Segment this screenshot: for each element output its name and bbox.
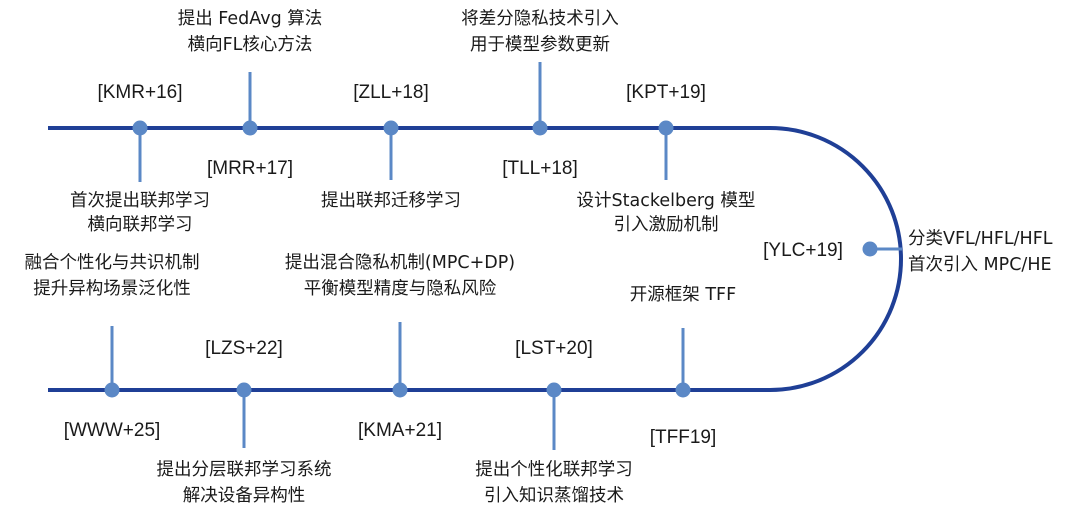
citation-kpt19: [KPT+19] bbox=[626, 82, 706, 103]
milestone-node-lst20 bbox=[546, 382, 562, 398]
description-tll18-line-2: 用于模型参数更新 bbox=[470, 35, 610, 55]
description-kpt19-line-2: 引入激励机制 bbox=[614, 215, 719, 235]
description-lst20-line-2: 引入知识蒸馏技术 bbox=[484, 486, 624, 506]
citation-kma21: [KMA+21] bbox=[358, 420, 442, 441]
description-lzs22-line-1: 提出分层联邦学习系统 bbox=[157, 460, 332, 480]
description-kma21-line-2: 平衡模型精度与隐私风险 bbox=[304, 279, 497, 299]
milestone-node-lzs22 bbox=[236, 382, 252, 398]
milestone-node-kma21 bbox=[392, 382, 408, 398]
description-tll18-line-1: 将差分隐私技术引入 bbox=[461, 9, 619, 29]
milestone-node-tff19 bbox=[675, 382, 691, 398]
description-zll18-line-1: 提出联邦迁移学习 bbox=[321, 191, 461, 211]
citation-www25: [WWW+25] bbox=[64, 420, 161, 441]
citation-lst20: [LST+20] bbox=[515, 338, 593, 359]
milestone-node-mrr17 bbox=[242, 120, 258, 136]
citation-tll18: [TLL+18] bbox=[502, 158, 578, 179]
citation-mrr17: [MRR+17] bbox=[207, 158, 293, 179]
citation-tff19: [TFF19] bbox=[650, 427, 717, 448]
description-mrr17-line-1: 提出 FedAvg 算法 bbox=[178, 9, 323, 29]
milestone-node-tll18 bbox=[532, 120, 548, 136]
description-kmr16-line-1: 首次提出联邦学习 bbox=[70, 191, 210, 211]
citation-ylc19: [YLC+19] bbox=[763, 240, 843, 261]
milestone-node-kmr16 bbox=[132, 120, 148, 136]
citation-kmr16: [KMR+16] bbox=[97, 82, 182, 103]
description-lzs22-line-2: 解决设备异构性 bbox=[183, 486, 306, 506]
description-www25-line-1: 融合个性化与共识机制 bbox=[25, 253, 200, 273]
description-kpt19-line-1: 设计Stackelberg 模型 bbox=[577, 191, 756, 211]
milestone-node-kpt19 bbox=[658, 120, 674, 136]
description-mrr17-line-2: 横向FL核心方法 bbox=[188, 35, 313, 55]
description-kmr16-line-2: 横向联邦学习 bbox=[88, 215, 193, 235]
citation-zll18: [ZLL+18] bbox=[353, 82, 429, 103]
description-ylc19-line-2: 首次引入 MPC/HE bbox=[908, 255, 1052, 275]
description-ylc19-line-1: 分类VFL/HFL/HFL bbox=[908, 229, 1053, 249]
description-www25-line-2: 提升异构场景泛化性 bbox=[33, 279, 191, 299]
milestone-node-www25 bbox=[104, 382, 120, 398]
milestone-node-ylc19 bbox=[862, 241, 878, 257]
citation-lzs22: [LZS+22] bbox=[205, 338, 283, 359]
description-lst20-line-1: 提出个性化联邦学习 bbox=[475, 460, 633, 480]
milestone-node-zll18 bbox=[383, 120, 399, 136]
timeline-track bbox=[48, 126, 903, 392]
description-tff19-line-1: 开源框架 TFF bbox=[630, 285, 736, 305]
description-kma21-line-1: 提出混合隐私机制(MPC+DP) bbox=[285, 253, 515, 273]
